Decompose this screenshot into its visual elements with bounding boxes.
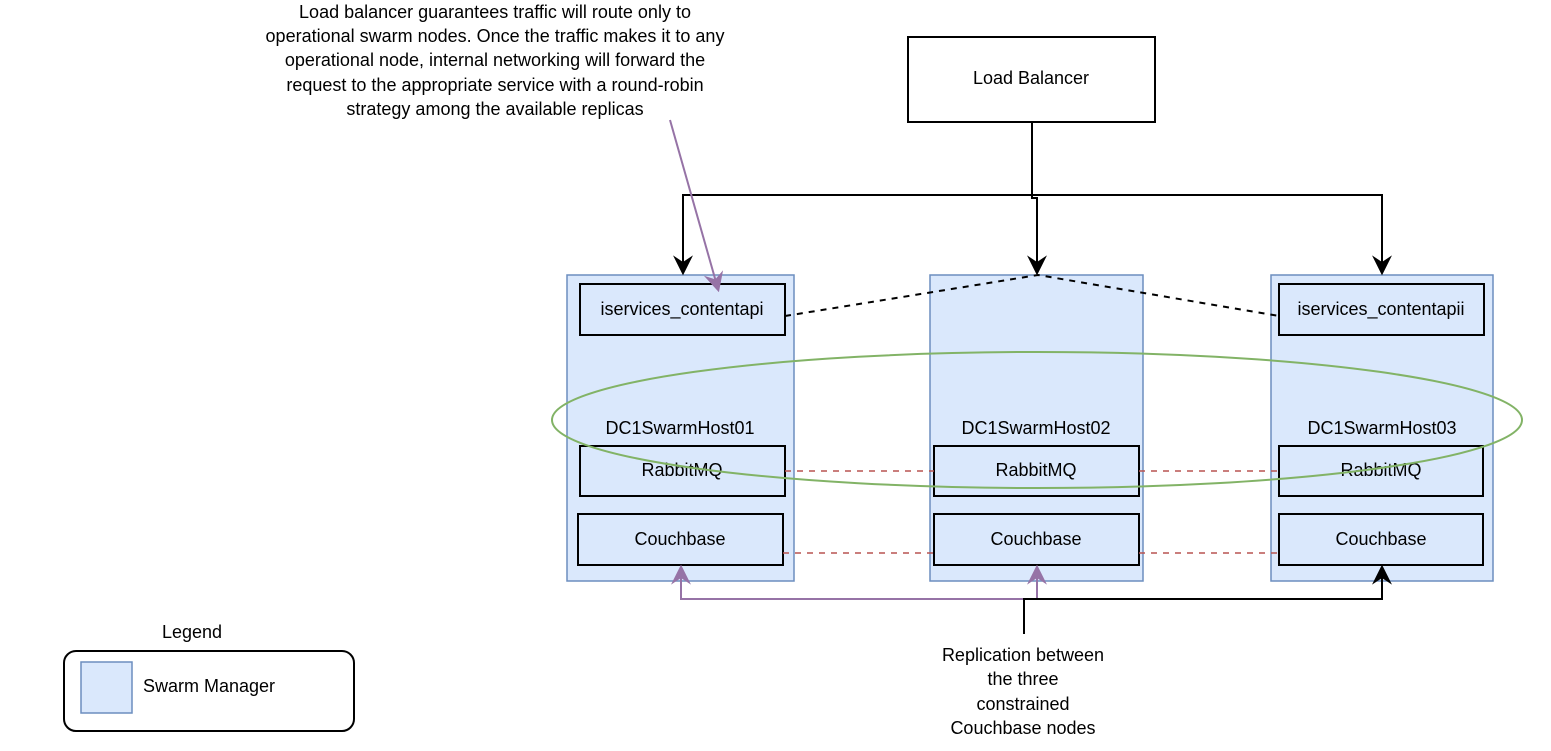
legend-title: Legend: [162, 622, 222, 642]
service-box-contentapi-03[interactable]: [1278, 283, 1485, 336]
note-line: Replication between: [942, 645, 1104, 665]
rabbitmq-cluster-ellipse: [551, 351, 1523, 489]
note-line: request to the appropriate service with …: [286, 75, 703, 95]
couchbase-label: Couchbase: [1335, 529, 1426, 549]
load-balancer-note: Load balancer guarantees traffic will ro…: [266, 2, 725, 119]
note-line: strategy among the available replicas: [346, 99, 643, 119]
legend: Legend Swarm Manager: [63, 622, 355, 732]
lb-edge-host02[interactable]: [1027, 195, 1047, 276]
couchbase-box-01[interactable]: [577, 513, 784, 566]
couchbase-label: Couchbase: [990, 529, 1081, 549]
host-label: DC1SwarmHost01: [605, 418, 754, 438]
legend-box: [63, 650, 355, 732]
note-line: Load balancer guarantees traffic will ro…: [299, 2, 691, 22]
lb-edge-host03[interactable]: [1032, 194, 1392, 276]
lb-edge-host01[interactable]: [673, 122, 1033, 276]
couchbase-label: Couchbase: [634, 529, 725, 549]
service-box-contentapi-01[interactable]: [579, 283, 786, 336]
couchbase-box-02[interactable]: [933, 513, 1140, 566]
load-balancer-box[interactable]: [907, 36, 1156, 123]
host-label: DC1SwarmHost02: [961, 418, 1110, 438]
note-line: operational swarm nodes. Once the traffi…: [266, 26, 725, 46]
legend-label: Swarm Manager: [143, 676, 275, 696]
service-label: iservices_contentapii: [1297, 299, 1464, 320]
host-label: DC1SwarmHost03: [1307, 418, 1456, 438]
note-pointer-arrow: [669, 119, 724, 293]
replication-arrow-couch03: [1023, 564, 1392, 634]
note-line: operational node, internal networking wi…: [285, 50, 705, 70]
replication-arrow-couch01: [671, 564, 1037, 600]
service-label: iservices_contentapi: [600, 299, 763, 320]
note-line: the three: [987, 669, 1058, 689]
legend-swatch-swarm-manager: [80, 661, 133, 714]
couchbase-box-03[interactable]: [1278, 513, 1484, 566]
load-balancer-label: Load Balancer: [973, 68, 1089, 88]
replication-note: Replication between the three constraine…: [942, 645, 1104, 738]
rabbitmq-label: RabbitMQ: [641, 460, 722, 480]
load-balancer-node[interactable]: Load Balancer: [907, 36, 1156, 123]
note-line: Couchbase nodes: [950, 718, 1095, 738]
rabbitmq-label: RabbitMQ: [995, 460, 1076, 480]
rabbitmq-box-03[interactable]: [1278, 445, 1484, 497]
note-line: constrained: [976, 694, 1069, 714]
